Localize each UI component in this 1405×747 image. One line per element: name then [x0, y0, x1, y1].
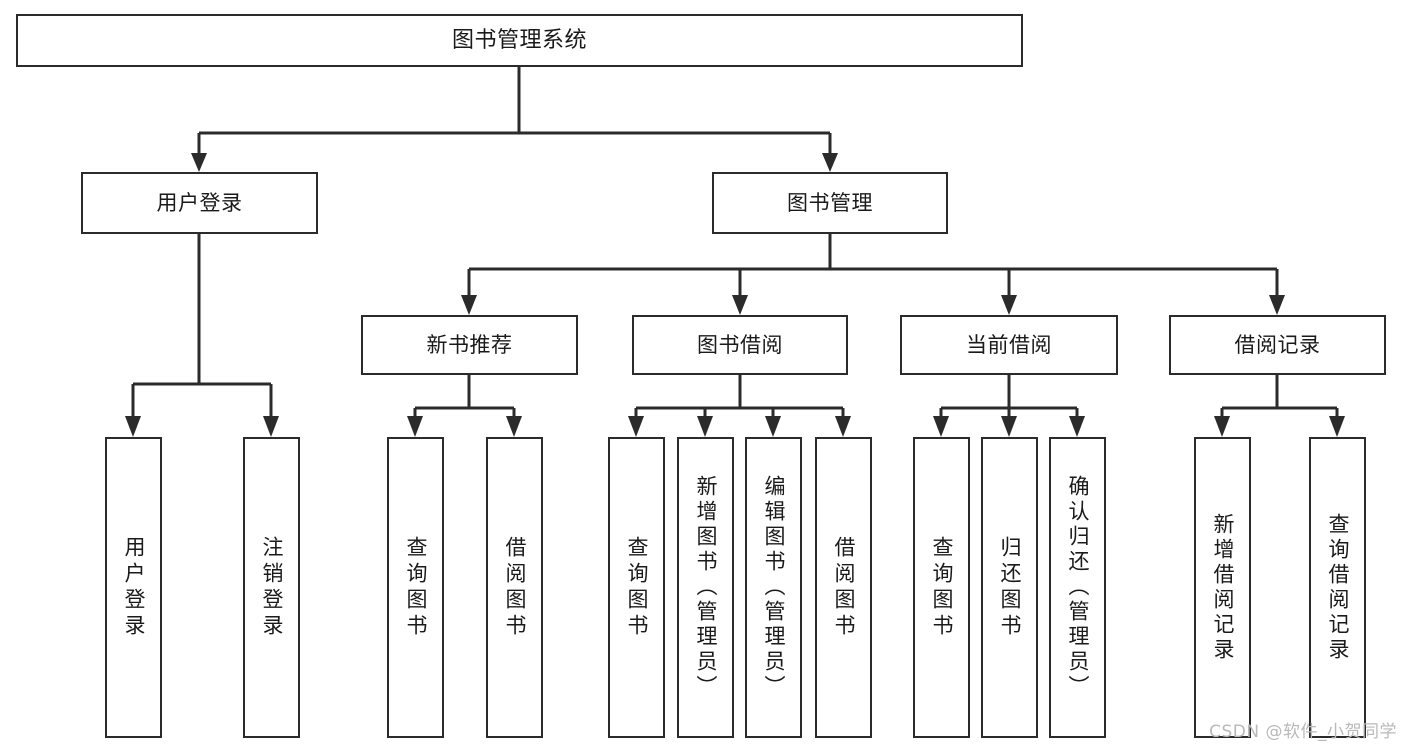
- node-label: 新增图书（管理员）: [694, 475, 718, 700]
- node-borrow-record[interactable]: 借阅记录: [1169, 315, 1386, 375]
- node-root-book-management-system[interactable]: 图书管理系统: [16, 14, 1023, 67]
- node-label: 借阅图书: [832, 535, 856, 640]
- leaf-book-borrow-edit-book-admin[interactable]: 编辑图书（管理员）: [745, 437, 802, 738]
- arrow-borrowrecord-l2: [1329, 416, 1345, 437]
- node-label: 查询图书: [625, 535, 649, 640]
- arrow-newbook-l2: [506, 416, 522, 437]
- leaf-current-borrow-confirm-return-admin[interactable]: 确认归还（管理员）: [1049, 437, 1106, 738]
- arrow-borrowbook-l3: [765, 416, 781, 437]
- arrow-borrowbook-l2: [697, 416, 713, 437]
- node-user-login[interactable]: 用户登录: [81, 172, 318, 234]
- arrow-borrowbook-l4: [835, 416, 851, 437]
- node-label: 注销登录: [260, 535, 284, 640]
- node-label: 借阅记录: [1234, 332, 1321, 357]
- node-label: 查询图书: [930, 535, 954, 640]
- arrow-currentborrow-l1: [933, 416, 949, 437]
- leaf-current-borrow-return-book[interactable]: 归还图书: [981, 437, 1038, 738]
- node-label: 当前借阅: [966, 332, 1052, 357]
- node-label: 新书推荐: [426, 332, 513, 357]
- node-label: 用户登录: [122, 535, 146, 640]
- node-label: 确认归还（管理员）: [1066, 475, 1090, 700]
- node-book-borrow[interactable]: 图书借阅: [632, 315, 848, 375]
- node-label: 图书管理: [787, 190, 873, 215]
- arrow-root-to-bookmgmt: [822, 153, 838, 172]
- node-current-borrow[interactable]: 当前借阅: [900, 315, 1118, 375]
- leaf-user-login-login[interactable]: 用户登录: [105, 437, 162, 738]
- arrow-userlogin-l1: [125, 416, 141, 437]
- node-label: 查询借阅记录: [1326, 512, 1350, 663]
- arrow-bookmgmt-c3: [1001, 295, 1017, 315]
- leaf-new-book-query-book[interactable]: 查询图书: [387, 437, 444, 738]
- leaf-borrow-record-add-record[interactable]: 新增借阅记录: [1194, 437, 1251, 738]
- arrow-currentborrow-l3: [1069, 416, 1085, 437]
- arrow-borrowrecord-l1: [1214, 416, 1230, 437]
- leaf-book-borrow-add-book-admin[interactable]: 新增图书（管理员）: [677, 437, 734, 738]
- leaf-book-borrow-borrow-book[interactable]: 借阅图书: [815, 437, 872, 738]
- csdn-watermark: CSDN @软件_小贺同学: [1209, 722, 1397, 742]
- node-book-management[interactable]: 图书管理: [712, 172, 948, 234]
- arrow-newbook-l1: [407, 416, 423, 437]
- arrow-root-to-userlogin: [191, 153, 207, 172]
- node-label: 图书借阅: [697, 332, 783, 357]
- node-label: 用户登录: [156, 190, 243, 215]
- arrow-bookmgmt-c1: [461, 295, 477, 315]
- node-label: 图书管理系统: [451, 27, 587, 53]
- leaf-new-book-borrow-book[interactable]: 借阅图书: [486, 437, 543, 738]
- leaf-current-borrow-query-book[interactable]: 查询图书: [913, 437, 970, 738]
- leaf-book-borrow-query-book[interactable]: 查询图书: [608, 437, 665, 738]
- arrow-currentborrow-l2: [1001, 416, 1017, 437]
- node-label: 归还图书: [998, 535, 1022, 640]
- leaf-user-login-logout[interactable]: 注销登录: [243, 437, 300, 738]
- arrow-bookmgmt-c4: [1269, 295, 1285, 315]
- node-label: 新增借阅记录: [1211, 512, 1235, 663]
- arrow-userlogin-l2: [263, 416, 279, 437]
- leaf-borrow-record-query-record[interactable]: 查询借阅记录: [1309, 437, 1366, 738]
- node-label: 编辑图书（管理员）: [762, 475, 786, 700]
- node-label: 借阅图书: [503, 535, 527, 640]
- arrow-borrowbook-l1: [628, 416, 644, 437]
- node-label: 查询图书: [404, 535, 428, 640]
- arrow-bookmgmt-c2: [732, 295, 748, 315]
- node-new-book-recommendation[interactable]: 新书推荐: [361, 315, 578, 375]
